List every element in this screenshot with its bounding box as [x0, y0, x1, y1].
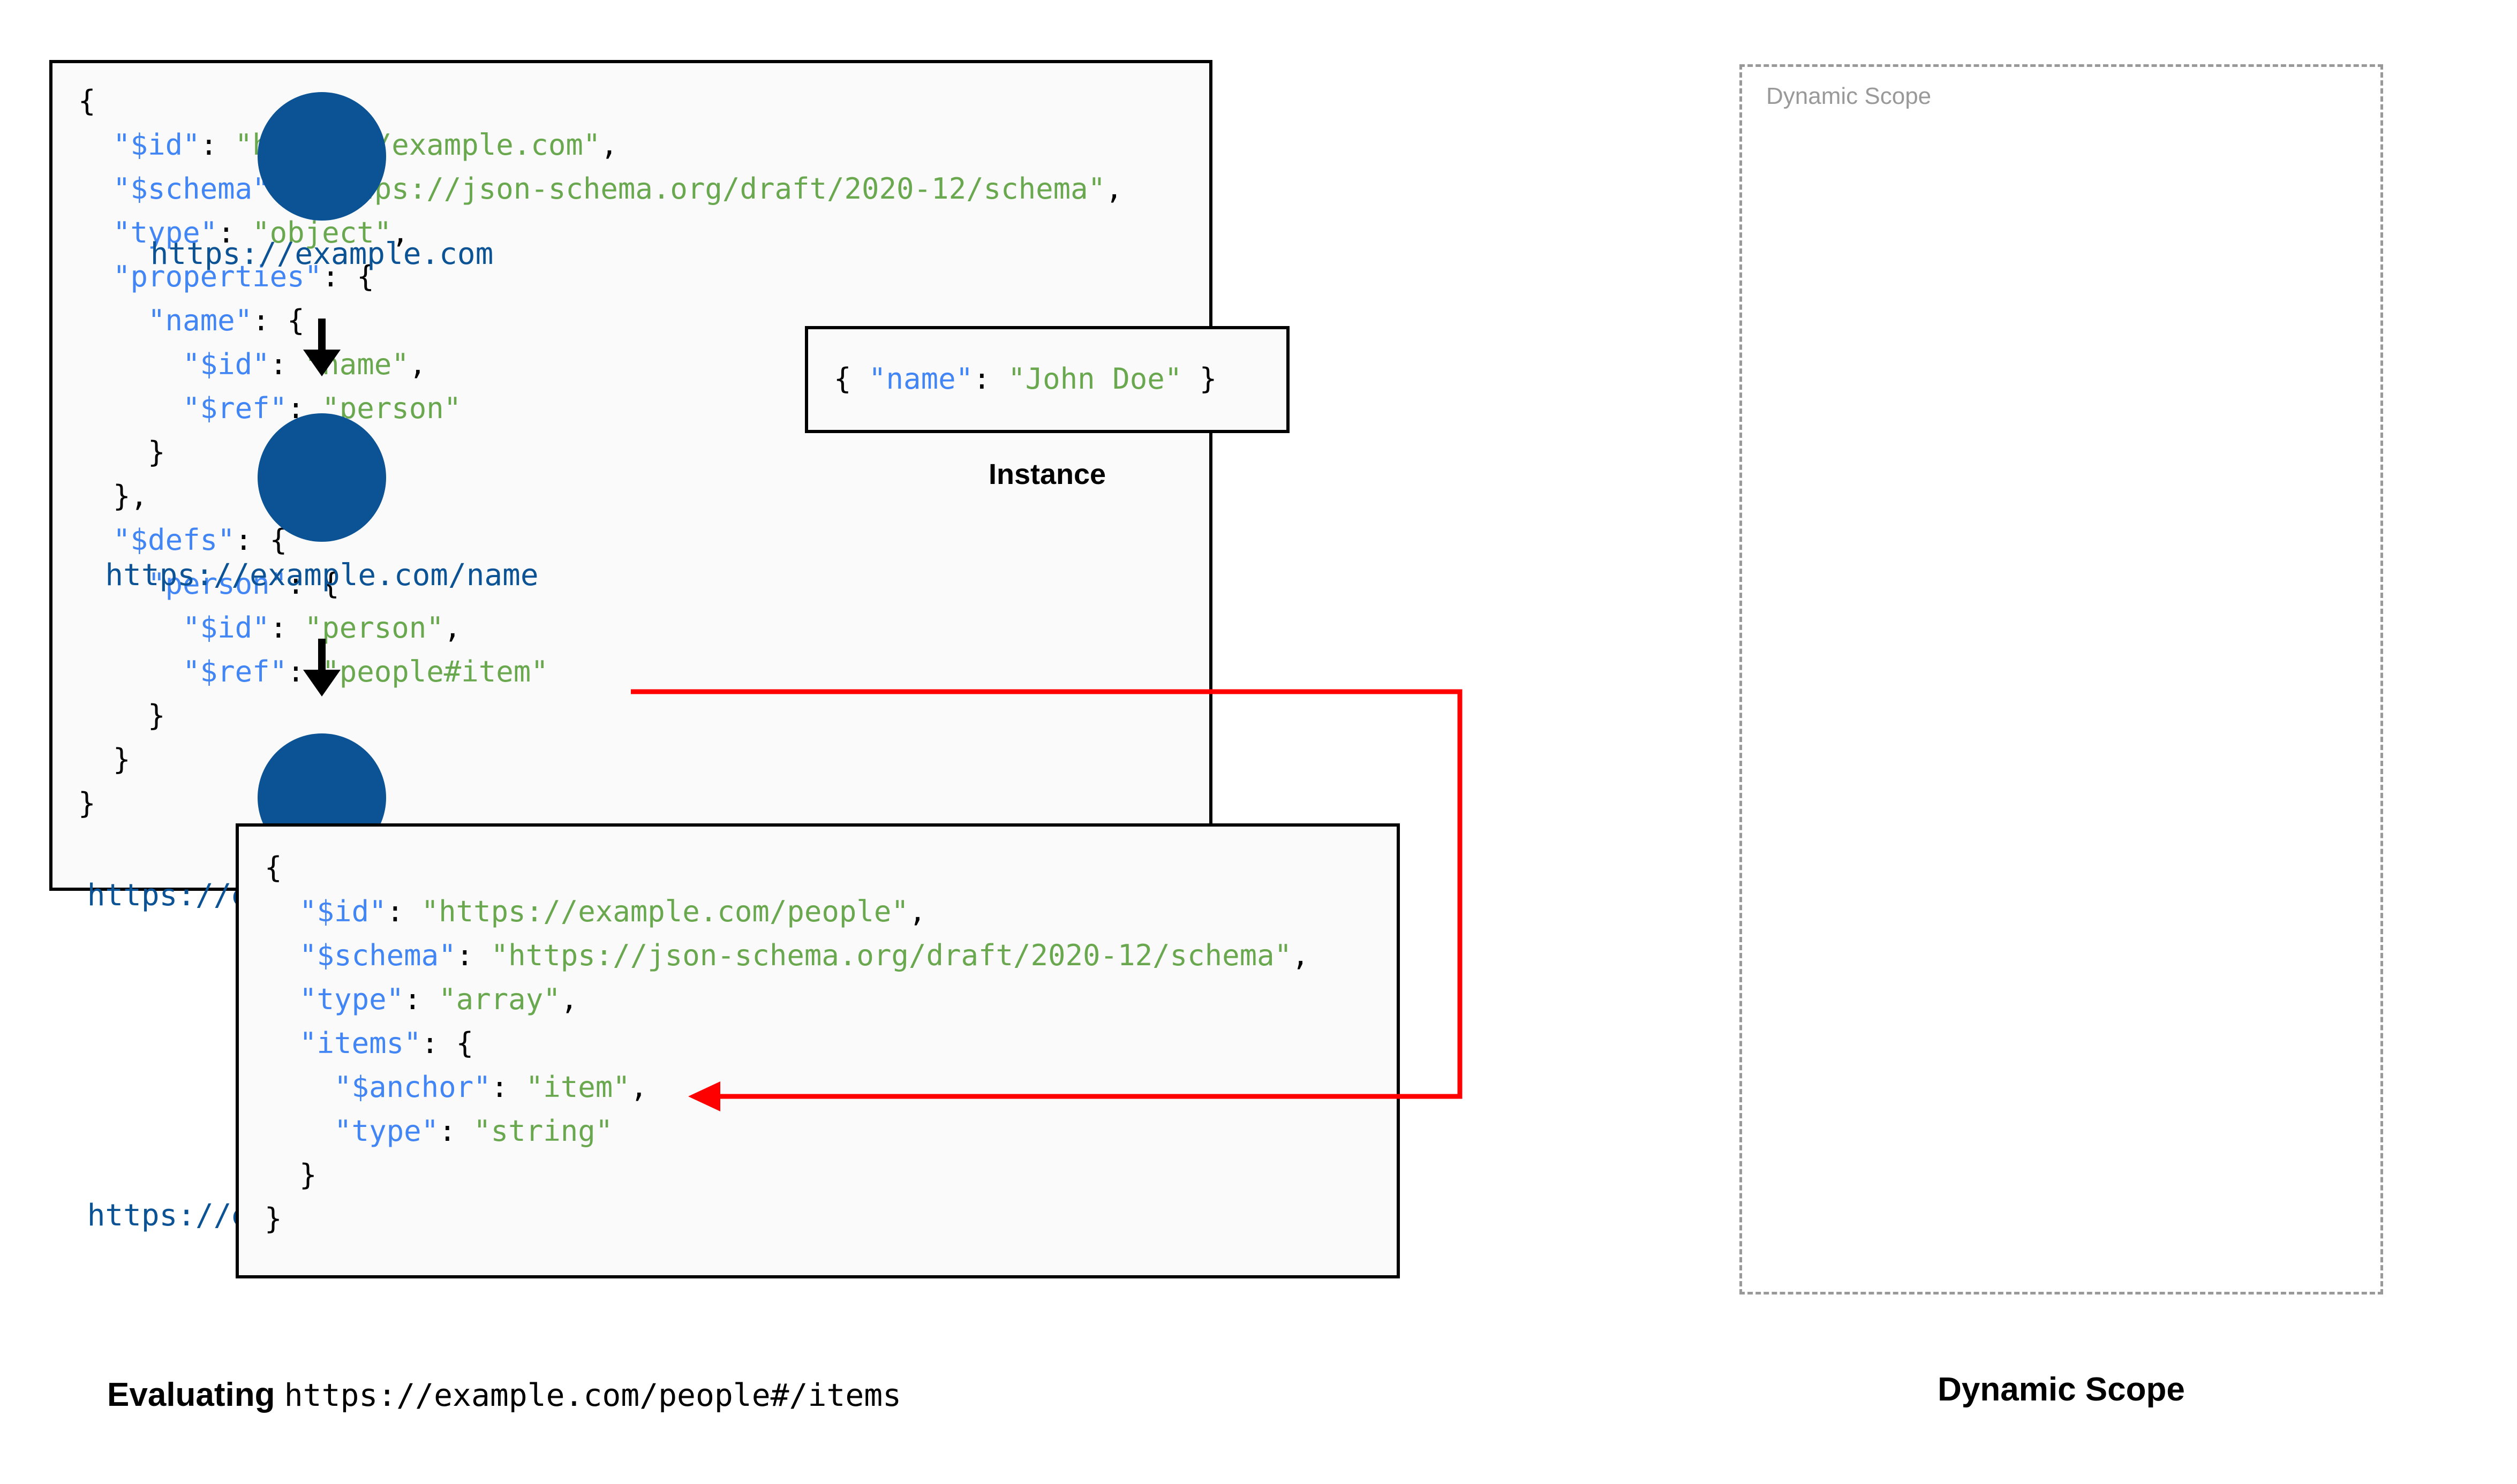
scope-node-0: https://example.com — [0, 92, 644, 271]
code-token: , — [908, 895, 926, 928]
evaluating-caption: Evaluating https://example.com/people#/i… — [107, 1376, 901, 1414]
evaluating-caption-uri: https://example.com/people#/items — [284, 1377, 902, 1413]
code-token: "type" — [334, 1114, 439, 1148]
code-token: : — [491, 1070, 526, 1104]
code-token: } — [148, 435, 165, 469]
code-token: : — [217, 216, 253, 249]
scope-node-label: https://example.com/name — [105, 558, 539, 593]
scope-arrow-down-icon — [303, 639, 341, 696]
code-token: : { — [322, 260, 374, 293]
code-token: "item" — [525, 1070, 630, 1104]
code-token: { — [78, 84, 96, 118]
code-token: "$defs" — [113, 523, 235, 557]
code-token: "https://json-schema.org/draft/2020-12/s… — [491, 938, 1292, 972]
code-token: } — [299, 1158, 317, 1192]
code-token: "person" — [148, 567, 288, 601]
code-token: "$schema" — [299, 938, 456, 972]
code-token: , — [409, 347, 427, 381]
code-token: "people#item" — [322, 655, 548, 688]
code-token: "https://example.com/people" — [421, 895, 909, 928]
code-token: } — [265, 1202, 282, 1236]
instance-label: Instance — [988, 458, 1106, 490]
code-token: "$ref" — [183, 391, 288, 425]
code-token: : — [439, 1114, 474, 1148]
code-token: : — [269, 611, 305, 645]
code-token: "type" — [113, 216, 218, 249]
dynamic-scope-panel-title: Dynamic Scope — [1766, 83, 1932, 109]
code-token: , — [443, 611, 462, 645]
code-token: , — [600, 128, 618, 162]
code-token: "$id" — [299, 895, 387, 928]
code-token: "person" — [304, 611, 444, 645]
code-token: "string" — [473, 1114, 613, 1148]
code-token: "type" — [299, 982, 404, 1016]
code-token: "John Doe" — [1008, 362, 1182, 396]
code-token: : — [404, 982, 439, 1016]
code-token: "$schema" — [113, 172, 270, 206]
code-token: "properties" — [113, 260, 322, 293]
scope-node-1: https://example.com/name — [0, 413, 644, 593]
dynamic-scope-caption: Dynamic Scope — [1938, 1371, 2185, 1408]
people-schema-code: { "$id": "https://example.com/people", "… — [265, 846, 1309, 1241]
code-token: "name" — [869, 362, 974, 396]
scope-arrow-down-icon — [303, 319, 341, 376]
code-token: "$ref" — [183, 655, 288, 688]
code-token: : { — [235, 523, 288, 557]
code-token: : — [287, 655, 322, 688]
code-token: , — [1105, 172, 1123, 206]
code-token: : — [386, 895, 421, 928]
dynamic-scope-panel — [1739, 64, 2383, 1294]
code-token: , — [560, 982, 578, 1016]
code-token: , — [391, 216, 409, 249]
code-token: { — [265, 851, 282, 884]
code-token: "items" — [299, 1026, 421, 1060]
evaluating-caption-bold: Evaluating — [107, 1376, 284, 1413]
code-token: } — [78, 786, 96, 820]
code-token: "name" — [148, 304, 253, 337]
code-token: }, — [113, 479, 148, 513]
scope-node-circle-icon — [258, 92, 386, 221]
code-token: "https://json-schema.org/draft/2020-12/s… — [304, 172, 1106, 206]
code-token: : { — [252, 304, 305, 337]
code-token: "$id" — [183, 611, 270, 645]
scope-node-circle-icon — [258, 413, 386, 542]
code-token: } — [1182, 362, 1217, 396]
code-token: "array" — [439, 982, 561, 1016]
code-token: : — [200, 128, 235, 162]
scope-node-label: https://example.com — [150, 237, 494, 271]
code-token: , — [1292, 938, 1309, 972]
code-token: , — [630, 1070, 648, 1104]
instance-box: { "name": "John Doe" } — [805, 326, 1290, 433]
code-token: : — [269, 347, 305, 381]
code-token: "$anchor" — [334, 1070, 491, 1104]
code-token: "object" — [252, 216, 392, 249]
people-schema-box: { "$id": "https://example.com/people", "… — [236, 823, 1400, 1278]
code-token: } — [148, 699, 165, 732]
code-token: "$id" — [113, 128, 200, 162]
code-token: : { — [421, 1026, 474, 1060]
code-token: : — [456, 938, 491, 972]
code-token: { — [834, 362, 869, 396]
code-token: } — [113, 743, 131, 776]
instance-code: { "name": "John Doe" } — [834, 357, 1217, 401]
code-token: "$id" — [183, 347, 270, 381]
code-token: : — [973, 362, 1008, 396]
code-token: : { — [287, 567, 340, 601]
